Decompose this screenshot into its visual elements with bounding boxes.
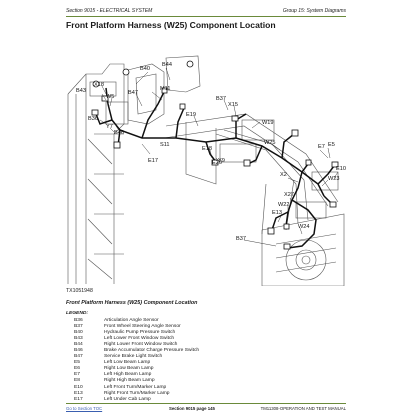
legend-desc: Brake Accumulator Charge Pressure Switch (104, 348, 200, 354)
legend-code: E17 (74, 396, 83, 402)
callout: S11 (160, 142, 170, 148)
legend: LEGEND: B36 Articulation Angle Sensor B37… (66, 311, 346, 403)
callout: B37 (236, 236, 246, 242)
legend-code: E6 (74, 366, 80, 372)
legend-row: B43 Left Lower Front Window Switch (66, 336, 346, 342)
harness-diagram: B40 B44 X18 B43 W5 M11 B47 B36 Y7 B46 B3… (67, 55, 346, 286)
callout: B36 (88, 116, 98, 122)
legend-code: B47 (74, 354, 83, 360)
legend-code: B44 (74, 342, 83, 348)
callout: B47 (128, 90, 138, 96)
callout: W19 (262, 120, 274, 126)
callout: W5 (106, 94, 114, 100)
callout: W25 (264, 140, 276, 146)
legend-code: E7 (74, 372, 80, 378)
callout-labels: B40 B44 X18 B43 W5 M11 B47 B36 Y7 B46 B3… (76, 62, 346, 242)
legend-code: B40 (74, 330, 83, 336)
callout: W24 (298, 224, 310, 230)
callout: X15 (228, 102, 238, 108)
legend-desc: Left High Beam Lamp (104, 372, 152, 378)
legend-desc: Right Low Beam Lamp (104, 366, 154, 372)
callout: B46 (114, 130, 124, 136)
legend-row: B46 Brake Accumulator Charge Pressure Swi… (66, 348, 346, 354)
figure-caption: Front Platform Harness (W25) Component L… (66, 300, 198, 306)
callout: E18 (202, 146, 212, 152)
legend-row: E5 Left Low Beam Lamp (66, 360, 346, 366)
legend-desc: Left Front Turn/Marker Lamp (104, 384, 167, 390)
legend-desc: Hydraulic Pump Pressure Switch (104, 330, 176, 336)
legend-desc: Right Front Turn/Marker Lamp (104, 390, 170, 396)
callout: Y7 (106, 124, 113, 130)
legend-desc: Service Brake Light Switch (104, 354, 163, 360)
figure-id: TX1051948 (66, 288, 93, 294)
callout: E10 (336, 166, 346, 172)
callout: X27 (284, 192, 294, 198)
legend-row: E13 Right Front Turn/Marker Lamp (66, 391, 346, 397)
legend-code: B37 (74, 324, 83, 330)
page-title: Front Platform Harness (W25) Component L… (66, 20, 276, 30)
callout: B40 (140, 66, 150, 72)
legend-code: E8 (74, 378, 80, 384)
legend-row: E7 Left High Beam Lamp (66, 372, 346, 378)
callout: W23 (328, 176, 340, 182)
manual-name: TM11308-OPERATION AND TEST MANUAL (260, 406, 346, 411)
legend-desc: Right High Beam Lamp (104, 378, 155, 384)
legend-row: B44 Right Lower Front Window Switch (66, 342, 346, 348)
page-number: Section 9015 page 145 (169, 406, 215, 411)
legend-code: E10 (74, 384, 83, 390)
legend-row: E10 Left Front Turn/Marker Lamp (66, 385, 346, 391)
page-footer: Go to Section TOC Section 9015 page 145 … (66, 403, 346, 412)
group-label: Group 15: System Diagrams (282, 8, 346, 14)
callout: X18 (94, 82, 104, 88)
callout: E7 (318, 144, 325, 150)
callout: M11 (160, 86, 170, 92)
legend-row: B37 Front Wheel Steering Angle Sensor (66, 324, 346, 330)
legend-desc: Left Under Cab Lamp (104, 396, 151, 402)
legend-row: B40 Hydraulic Pump Pressure Switch (66, 330, 346, 336)
legend-desc: Front Wheel Steering Angle Sensor (104, 324, 181, 330)
page-header: Section 9015 - ELECTRICAL SYSTEM Group 1… (66, 6, 346, 17)
legend-code: B46 (74, 348, 83, 354)
callout: E5 (328, 142, 335, 148)
legend-row: B47 Service Brake Light Switch (66, 354, 346, 360)
callout: W22 (278, 202, 290, 208)
legend-code: B43 (74, 336, 83, 342)
callout: Y9 (218, 158, 225, 164)
section-toc-link[interactable]: Go to Section TOC (66, 406, 103, 411)
legend-row: E6 Right Low Beam Lamp (66, 366, 346, 372)
legend-desc: Right Lower Front Window Switch (104, 342, 178, 348)
legend-heading: LEGEND: (66, 311, 89, 316)
legend-row: E8 Right High Beam Lamp (66, 378, 346, 384)
legend-desc: Left Low Beam Lamp (104, 360, 151, 366)
callout: B44 (162, 62, 172, 68)
legend-row: E17 Left Under Cab Lamp (66, 397, 346, 403)
legend-code: E13 (74, 390, 83, 396)
legend-desc: Left Lower Front Window Switch (104, 336, 175, 342)
legend-desc: Articulation Angle Sensor (104, 318, 159, 323)
legend-code: E5 (74, 360, 80, 366)
callout: E20 (212, 160, 222, 166)
callout: E17 (148, 158, 158, 164)
callout: X2 (280, 172, 287, 178)
legend-code: B36 (74, 318, 83, 323)
callout: E19 (186, 112, 196, 118)
callout: B37 (216, 96, 226, 102)
callout: B43 (76, 88, 86, 94)
legend-row: B36 Articulation Angle Sensor (66, 318, 346, 324)
section-label: Section 9015 - ELECTRICAL SYSTEM (66, 8, 153, 14)
callout: E13 (272, 210, 282, 216)
